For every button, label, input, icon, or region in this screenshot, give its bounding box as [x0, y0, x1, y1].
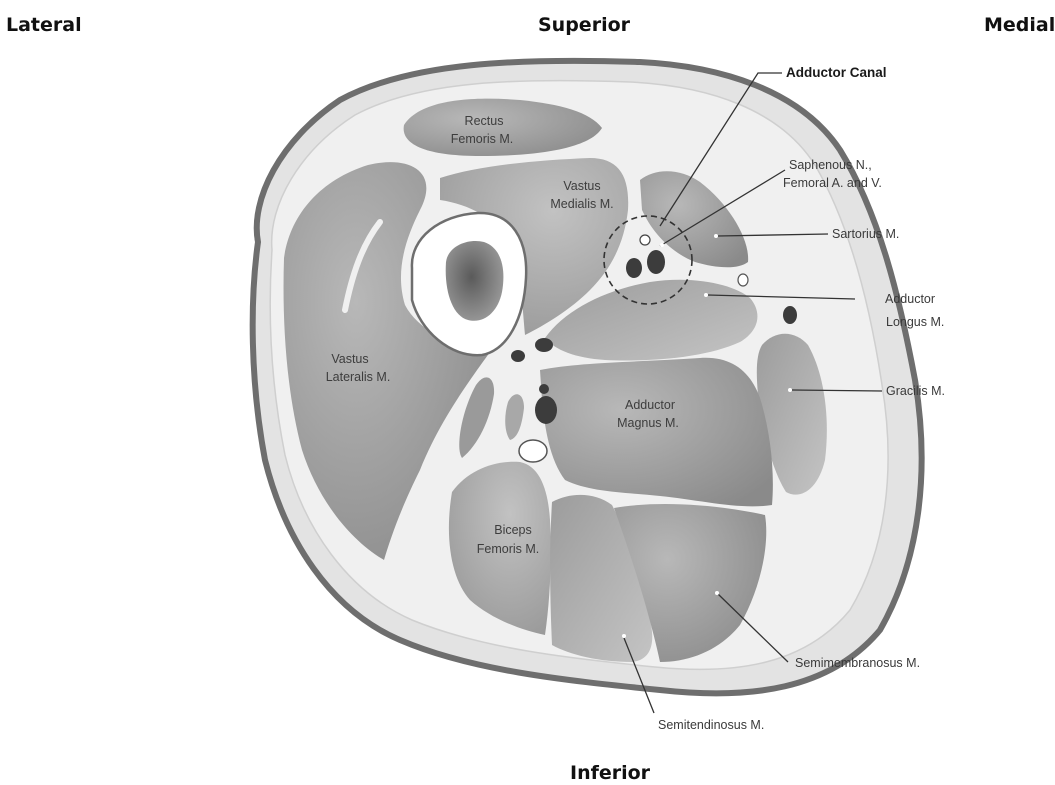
perforating-vessel-2: [535, 396, 557, 424]
adductor-magnus-label-1: Adductor: [625, 398, 675, 412]
saphenous-nerve-vessel: [640, 235, 650, 245]
rectus-femoris-label-2: Femoris M.: [451, 132, 514, 146]
leader-semitendinosus-dot: [622, 634, 626, 638]
vastus-medialis-label-1: Vastus: [563, 179, 600, 193]
biceps-femoris-label-2: Femoris M.: [477, 542, 540, 556]
leader-semimembranosus-dot: [715, 591, 719, 595]
sciatic-nerve: [519, 440, 547, 462]
biceps-femoris-label-1: Biceps: [494, 523, 532, 537]
leader-saphenous-dot: [660, 243, 664, 247]
leader-adductor-longus-dot: [704, 293, 708, 297]
leader-gracilis-dot: [788, 388, 792, 392]
adductor-magnus-label-2: Magnus M.: [617, 416, 679, 430]
vastus-lateralis-label-2: Lateralis M.: [326, 370, 391, 384]
perforating-vessel-1: [539, 384, 549, 394]
saphenous-label-2: Femoral A. and V.: [783, 176, 882, 190]
gracilis-label: Gracilis M.: [886, 384, 945, 398]
profunda-vessel-1: [511, 350, 525, 362]
profunda-vessel-2: [535, 338, 553, 352]
adductor-longus-label-1: Adductor: [885, 292, 935, 306]
leader-sartorius-dot: [714, 234, 718, 238]
great-saphenous-vessel: [783, 306, 797, 324]
adductor-canal-label: Adductor Canal: [786, 65, 887, 80]
rectus-femoris-label-1: Rectus: [465, 114, 504, 128]
semitendinosus-label: Semitendinosus M.: [658, 718, 764, 732]
sartorius-label: Sartorius M.: [832, 227, 899, 241]
semimembranosus-label: Semimembranosus M.: [795, 656, 920, 670]
small-vessel-medial: [738, 274, 748, 286]
vastus-medialis-label-2: Medialis M.: [550, 197, 613, 211]
femoral-vein-vessel: [626, 258, 642, 278]
saphenous-label-1: Saphenous N.,: [789, 158, 872, 172]
femoral-artery-vessel: [647, 250, 665, 274]
adductor-longus-label-2: Longus M.: [886, 315, 944, 329]
vastus-lateralis-label-1: Vastus: [331, 352, 368, 366]
